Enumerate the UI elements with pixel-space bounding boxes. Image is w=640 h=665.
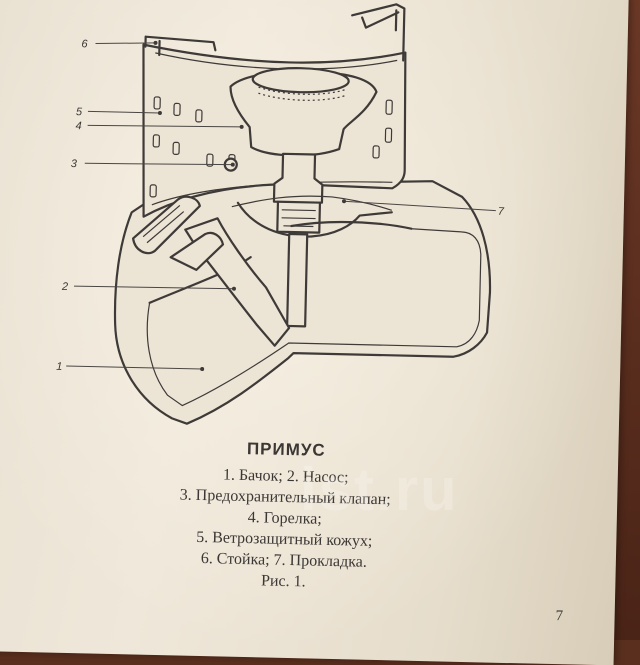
primus-stove-diagram: 6 5 4 3 2 1 7 xyxy=(56,3,505,425)
vent-slots xyxy=(149,96,393,198)
pump-handle-slot xyxy=(142,205,185,244)
gasket xyxy=(236,201,393,238)
tank-inner-wall xyxy=(146,228,482,407)
stand-right xyxy=(351,3,406,62)
callout-4: 4 xyxy=(75,120,81,132)
watermark: ist.ru xyxy=(300,456,459,523)
callout-5: 5 xyxy=(76,106,83,118)
burner-neck xyxy=(272,152,324,204)
burner-thread xyxy=(281,209,316,228)
page-number: 7 xyxy=(555,608,564,625)
gasket-inner xyxy=(231,195,392,211)
stand-left xyxy=(144,35,217,57)
callout-7: 7 xyxy=(498,206,505,218)
callout-1: 1 xyxy=(56,361,62,373)
leader-lines xyxy=(66,40,496,372)
fuel-stem xyxy=(286,232,309,328)
callout-3: 3 xyxy=(71,158,78,170)
burner-cap-top xyxy=(251,67,350,94)
callout-2: 2 xyxy=(61,281,68,293)
callout-6: 6 xyxy=(81,38,88,50)
burner-perforation xyxy=(258,86,347,101)
burner-mount xyxy=(276,200,322,234)
pump-handle xyxy=(131,195,201,255)
pump-body xyxy=(169,231,225,271)
